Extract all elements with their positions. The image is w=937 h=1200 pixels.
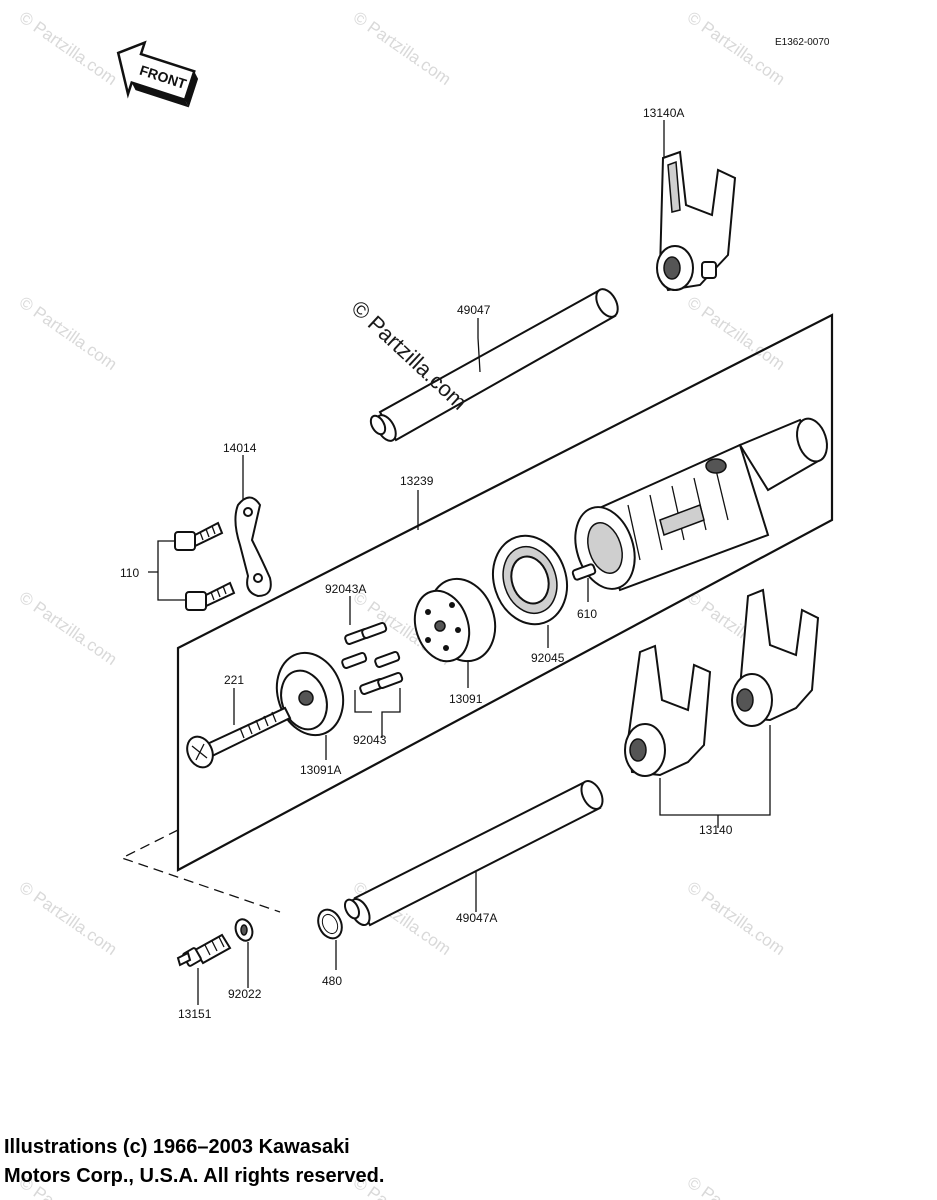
screw-221 (186, 706, 292, 769)
circlip-480 (317, 908, 343, 940)
pin-holder-13091 (413, 577, 497, 663)
front-arrow-icon: FRONT (116, 40, 199, 108)
label-92045: 92045 (531, 651, 565, 665)
label-14014: 14014 (223, 441, 257, 455)
label-13140: 13140 (699, 823, 733, 837)
watermark-tile: © Partzilla.com (684, 1173, 789, 1200)
plate-13091a (275, 651, 345, 737)
copyright-line-2: Motors Corp., U.S.A. All rights reserved… (4, 1165, 385, 1187)
label-610: 610 (577, 607, 597, 621)
label-92022: 92022 (228, 987, 262, 1001)
watermark-tile: © Partzilla.com (684, 293, 789, 374)
washer-92022 (234, 918, 254, 942)
exploded-guide-lines (120, 829, 281, 913)
label-13091: 13091 (449, 692, 483, 706)
label-92043: 92043 (353, 733, 387, 747)
leader-lines (197, 120, 665, 1005)
label-92043a: 92043A (325, 582, 366, 596)
bolts-110 (148, 521, 236, 611)
part-labels: 13140A 49047 14014 13239 110 92043A 610 … (120, 106, 733, 1021)
label-480: 480 (322, 974, 342, 988)
shift-fork-13140a (656, 150, 737, 292)
watermark-tile: © Partzilla.com (16, 588, 121, 669)
label-49047a: 49047A (456, 911, 497, 925)
copyright-line-1: Illustrations (c) 1966–2003 Kawasaki (4, 1136, 350, 1158)
watermark-tile: © Partzilla.com (16, 8, 121, 89)
label-13151: 13151 (178, 1007, 212, 1021)
watermark-tile: © Partzilla.com (350, 8, 455, 89)
shift-rod-49047a (343, 780, 604, 927)
label-13239: 13239 (400, 474, 434, 488)
bearing-92045 (492, 534, 568, 626)
label-49047: 49047 (457, 303, 491, 317)
label-13091a: 13091A (300, 763, 341, 777)
diagram-ref-code: E1362-0070 (775, 37, 830, 48)
neutral-switch-13151 (176, 933, 232, 967)
assembly-frame (176, 313, 834, 872)
shift-drum-13239 (574, 417, 828, 592)
watermark-tile: © Partzilla.com (684, 8, 789, 89)
label-110: 110 (120, 566, 139, 580)
copyright-footer: Illustrations (c) 1966–2003 Kawasaki Mot… (4, 1133, 384, 1191)
watermark-tile: © Partzilla.com (16, 293, 121, 374)
pins-92043 (341, 621, 404, 738)
lever-14014 (234, 496, 272, 598)
shift-forks-13140 (624, 588, 820, 828)
shift-rod-49047 (369, 288, 619, 442)
watermark-tile: © Partzilla.com (16, 878, 121, 959)
pin-610 (571, 563, 597, 581)
label-13140a: 13140A (643, 106, 684, 120)
label-221: 221 (224, 673, 244, 687)
watermark-tile: © Partzilla.com (684, 878, 789, 959)
